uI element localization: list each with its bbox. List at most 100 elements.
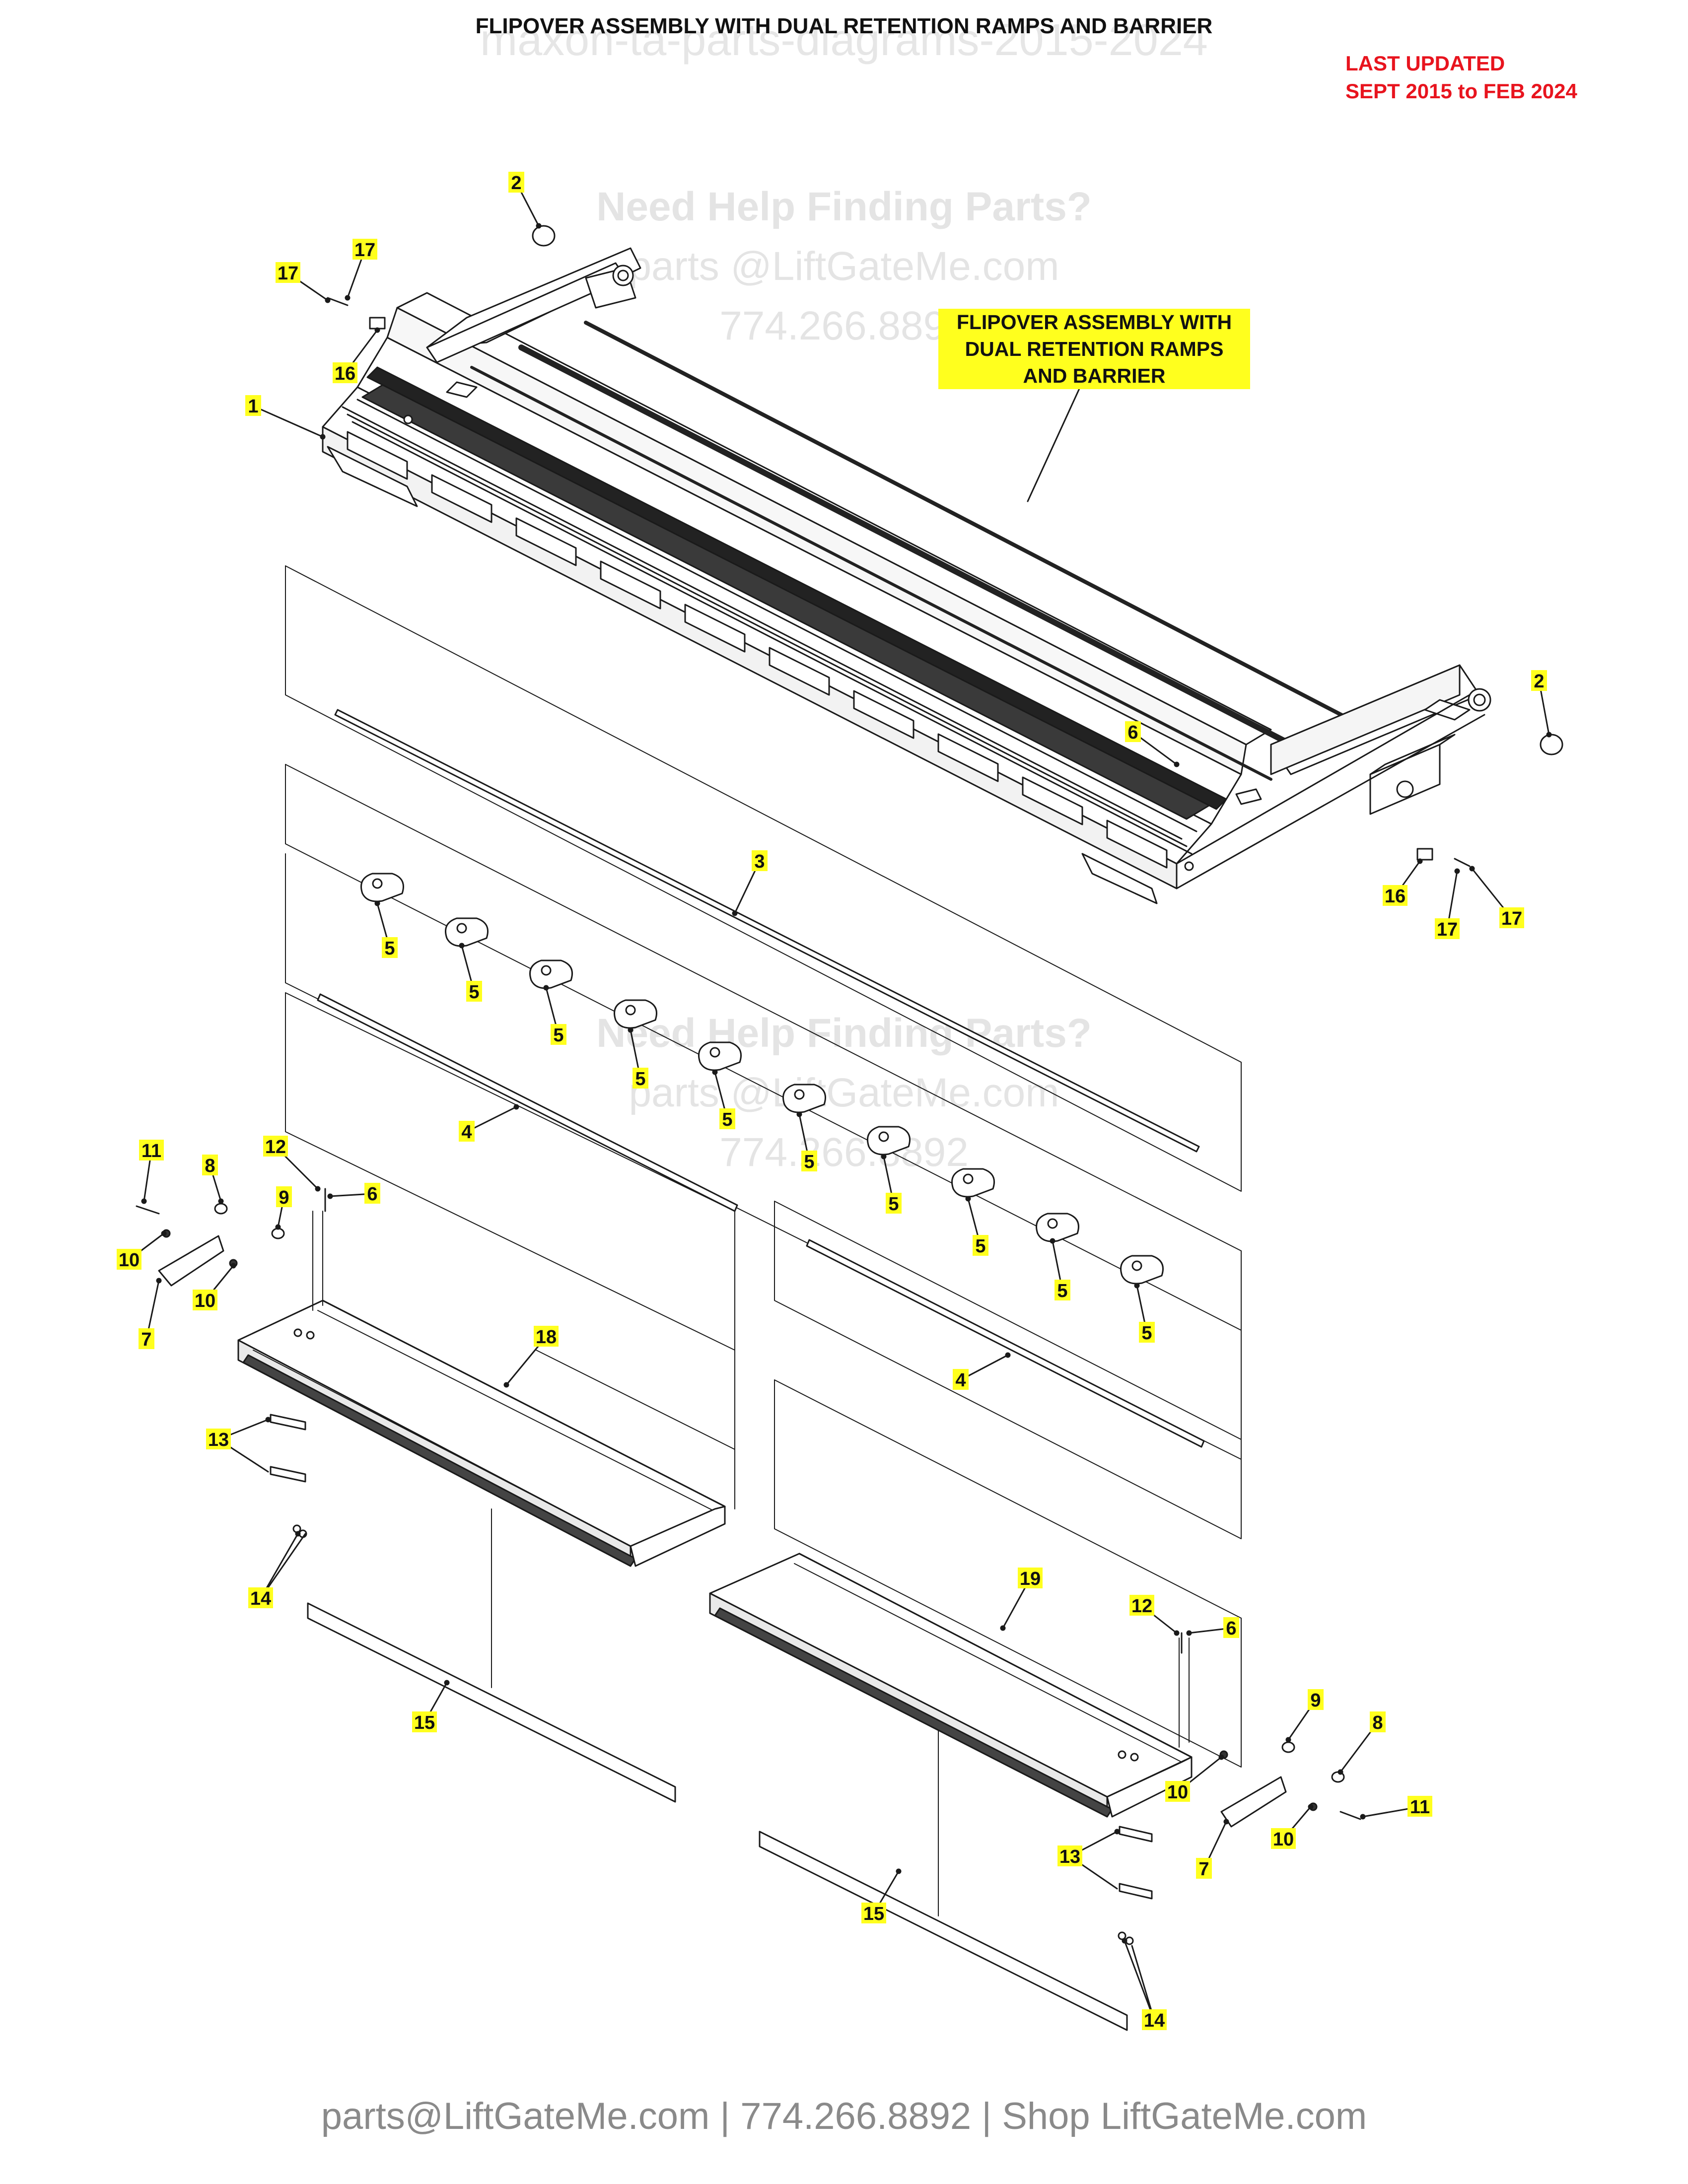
hinge-link-hole bbox=[1131, 1260, 1142, 1271]
callout-number: 17 bbox=[1501, 908, 1522, 929]
callout-number: 10 bbox=[195, 1291, 215, 1311]
callout-highlight bbox=[534, 1326, 559, 1347]
callout-highlight bbox=[886, 1193, 902, 1214]
leader-tip bbox=[628, 1027, 633, 1033]
footer-separator: | bbox=[709, 2095, 741, 2137]
hinge-link bbox=[1120, 1255, 1164, 1285]
leader-tip bbox=[1454, 868, 1460, 874]
callout-highlight bbox=[1142, 2009, 1167, 2030]
leader-tip bbox=[513, 1104, 519, 1110]
callout-highlight bbox=[1223, 1617, 1239, 1638]
hinge-knuckle bbox=[431, 474, 492, 523]
callout-highlight bbox=[276, 262, 300, 283]
leader-tip bbox=[896, 1868, 902, 1874]
callout-highlight bbox=[202, 1155, 218, 1175]
watermark-phone-2: 774.266.8892 bbox=[719, 1130, 969, 1175]
hinge-knuckle bbox=[347, 431, 408, 480]
callout-highlight bbox=[117, 1249, 141, 1270]
callout-highlight bbox=[1057, 1845, 1082, 1866]
leader-tip bbox=[796, 1111, 802, 1117]
callout-highlight bbox=[263, 1136, 288, 1157]
callout-leader bbox=[252, 405, 324, 438]
leader-tip bbox=[536, 223, 542, 229]
hinge-link bbox=[360, 873, 404, 902]
callout-number: 9 bbox=[279, 1187, 289, 1208]
hinge-shafts bbox=[317, 709, 1205, 1448]
callout-number: 6 bbox=[1127, 722, 1138, 743]
callout-number: 4 bbox=[461, 1122, 472, 1143]
watermark-email-2: parts @LiftGateMe.com bbox=[629, 1070, 1059, 1115]
callout-highlight bbox=[1139, 1322, 1155, 1343]
leader-tip bbox=[965, 1196, 971, 1202]
hinge-knuckle bbox=[1022, 776, 1083, 825]
small-hardware bbox=[136, 225, 1563, 1945]
leader-tip bbox=[1000, 1625, 1006, 1631]
callout-highlight bbox=[382, 937, 398, 958]
assembly-label: FLIPOVER ASSEMBLY WITH DUAL RETENTION RA… bbox=[938, 309, 1250, 389]
hinge-links bbox=[360, 873, 1164, 1285]
callout-number: 7 bbox=[141, 1329, 151, 1350]
assembly-label-line-1: FLIPOVER ASSEMBLY WITH bbox=[956, 311, 1232, 334]
hinge-link-hole bbox=[709, 1047, 720, 1058]
leader-tip bbox=[320, 434, 326, 440]
leader-tip bbox=[218, 1198, 224, 1204]
leader-tip bbox=[881, 1154, 887, 1160]
leader-tip bbox=[1223, 1819, 1229, 1825]
callout-number: 13 bbox=[208, 1430, 229, 1450]
callout-highlight bbox=[193, 1290, 217, 1310]
callout-highlight bbox=[206, 1429, 231, 1449]
callout-highlight bbox=[633, 1068, 648, 1089]
callout-number: 19 bbox=[1020, 1569, 1041, 1589]
callout-number: 10 bbox=[1273, 1829, 1294, 1850]
callout-number: 14 bbox=[1144, 2010, 1165, 2031]
leader-tip bbox=[315, 1186, 321, 1192]
top-watermark: maxon-ta-parts-diagrams-2015-2024 bbox=[480, 15, 1208, 65]
callout-number: 17 bbox=[354, 240, 375, 261]
hinge-link bbox=[1036, 1213, 1079, 1242]
callout-number: 7 bbox=[1198, 1859, 1209, 1880]
callout-number: 5 bbox=[1141, 1323, 1152, 1344]
hinge-link bbox=[614, 999, 657, 1029]
callout-number: 16 bbox=[335, 363, 355, 384]
leader-tip bbox=[732, 910, 738, 916]
leader-tip bbox=[265, 1417, 271, 1423]
hinge-link-hole bbox=[456, 923, 467, 934]
callout-number: 6 bbox=[367, 1184, 377, 1205]
leader-tip bbox=[1308, 1804, 1314, 1810]
callout-highlight bbox=[245, 395, 261, 416]
leader-tip bbox=[1417, 858, 1423, 864]
hinge-link-hole bbox=[625, 1005, 636, 1016]
footer-shop-link[interactable]: Shop LiftGateMe.com bbox=[1002, 2095, 1367, 2137]
watermark-email: parts @LiftGateMe.com bbox=[629, 244, 1059, 289]
footer-phone[interactable]: 774.266.8892 bbox=[740, 2095, 972, 2137]
callout-number: 9 bbox=[1310, 1690, 1321, 1711]
barrier-bars bbox=[307, 1602, 1128, 2031]
callout-highlight bbox=[412, 1711, 437, 1732]
callout-highlight bbox=[861, 1903, 886, 1923]
right-ramp bbox=[709, 1553, 1193, 1818]
assembly-label-line-2: DUAL RETENTION RAMPS bbox=[965, 338, 1224, 360]
hinge-knuckle bbox=[937, 733, 999, 782]
callout-number: 5 bbox=[804, 1152, 814, 1172]
callout-number: 15 bbox=[414, 1712, 435, 1733]
callout-highlight bbox=[1129, 1595, 1154, 1616]
footer-email-link[interactable]: parts@LiftGateMe.com bbox=[321, 2095, 710, 2137]
callout-number: 17 bbox=[1437, 919, 1458, 940]
callout-number: 5 bbox=[722, 1109, 732, 1130]
leader-tip bbox=[712, 1069, 718, 1075]
last-updated-line-2: SEPT 2015 to FEB 2024 bbox=[1345, 79, 1577, 103]
leader-tip bbox=[1122, 1938, 1127, 1944]
hinge-knuckle bbox=[684, 604, 746, 653]
leader-tip bbox=[1174, 761, 1180, 767]
hinge-knuckle bbox=[769, 647, 830, 696]
leader-tip bbox=[327, 1193, 333, 1199]
callout-highlight bbox=[466, 981, 482, 1002]
leader-tip bbox=[1114, 1829, 1120, 1835]
leader-tip bbox=[374, 900, 380, 906]
leader-tip bbox=[1360, 1814, 1366, 1820]
callout-number: 6 bbox=[1226, 1618, 1236, 1639]
leader-tip bbox=[230, 1263, 236, 1269]
callout-number: 5 bbox=[384, 938, 395, 959]
callout-highlight bbox=[1018, 1568, 1043, 1588]
